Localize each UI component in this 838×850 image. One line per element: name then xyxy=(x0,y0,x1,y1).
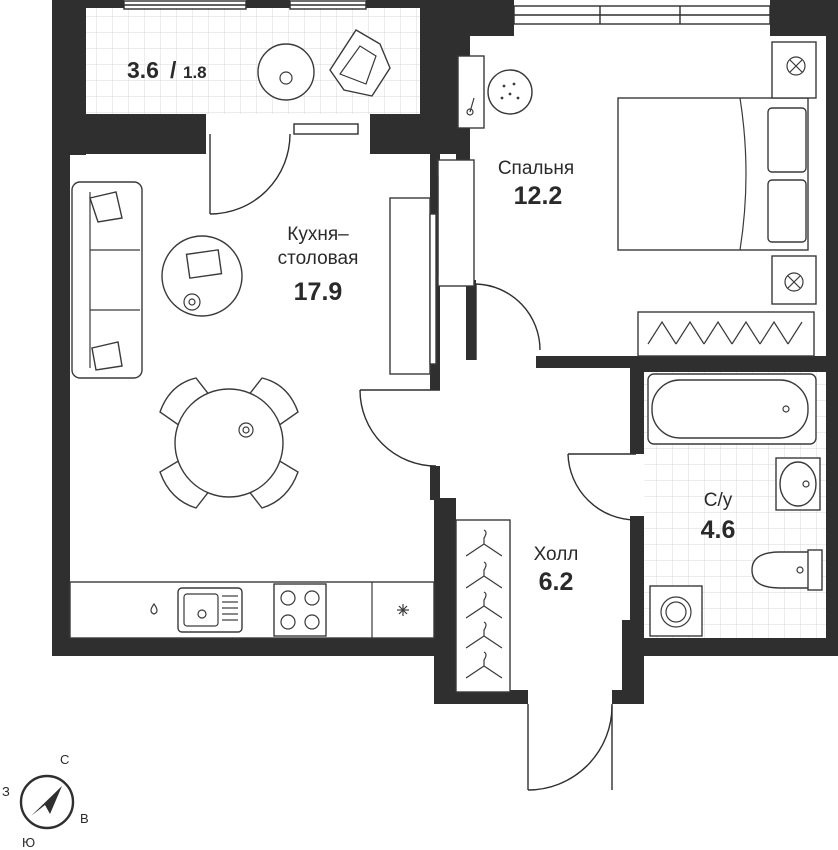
compass-east: В xyxy=(80,811,89,826)
coffee-table xyxy=(161,235,243,317)
kitchen-name-line2: столовая xyxy=(278,248,359,269)
compass-west: З xyxy=(2,784,10,799)
kitchen-area: 17.9 xyxy=(294,278,343,306)
sofa xyxy=(71,181,143,379)
kitchen-counter xyxy=(69,581,435,639)
hall-area: 6.2 xyxy=(539,568,574,596)
bathroom-name: С/у xyxy=(704,490,733,511)
bathroom-area: 4.6 xyxy=(701,516,736,544)
bedroom-furniture xyxy=(457,41,817,357)
compass: С З В Ю xyxy=(2,752,89,850)
compass-arrow-icon xyxy=(31,786,62,816)
balcony-separator: / xyxy=(170,57,177,83)
hall-name: Холл xyxy=(534,544,579,565)
kitchen-name-line1: Кухня– xyxy=(287,224,349,245)
walls xyxy=(52,0,838,704)
bedroom-area: 12.2 xyxy=(514,182,563,210)
balcony-area-reduced: 1.8 xyxy=(183,63,207,82)
balcony-area: 3.6 xyxy=(127,57,159,83)
windows xyxy=(123,0,771,135)
hall-wardrobe xyxy=(455,519,511,693)
bedroom-name: Спальня xyxy=(498,158,574,179)
dining-set xyxy=(159,377,299,509)
tv-unit xyxy=(389,159,475,375)
compass-north: С xyxy=(60,752,69,767)
compass-south: Ю xyxy=(22,835,35,850)
bathroom-fixtures xyxy=(647,373,823,637)
doors xyxy=(209,133,637,791)
balcony-furniture xyxy=(257,29,391,101)
